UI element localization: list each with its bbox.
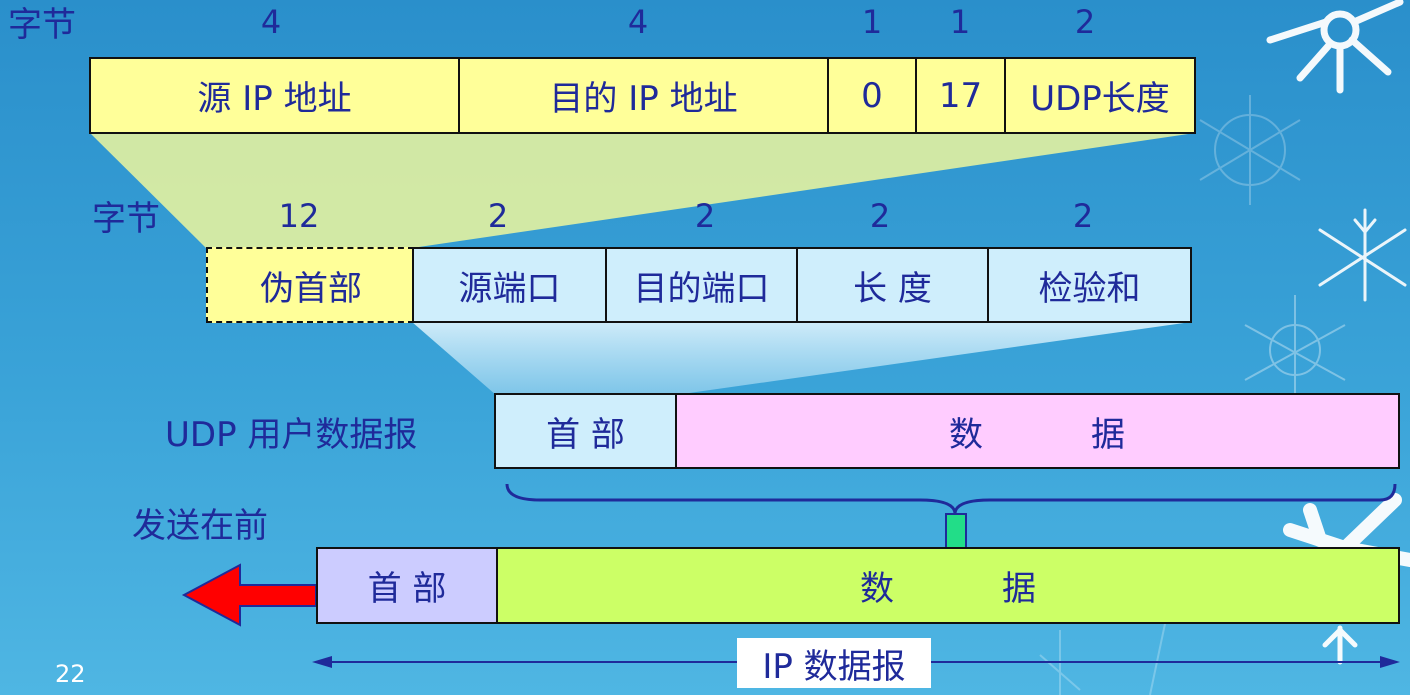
field-zero: 0 bbox=[829, 59, 917, 132]
snowflake-icon bbox=[1318, 208, 1407, 302]
byte-size: 2 bbox=[1072, 197, 1094, 235]
snowflake-icon bbox=[1322, 625, 1358, 665]
udp-header-row: 源端口 目的端口 长 度 检验和 bbox=[412, 247, 1192, 323]
byte-label-udp: 字节 bbox=[92, 199, 160, 239]
span-arrow-right-icon bbox=[1380, 656, 1400, 668]
field-dest-ip: 目的 IP 地址 bbox=[460, 59, 829, 132]
udp-datagram-label: UDP 用户数据报 bbox=[165, 415, 418, 455]
udp-datagram-row: 首 部 数 据 bbox=[494, 393, 1400, 469]
field-udp-length: UDP长度 bbox=[1030, 79, 1170, 119]
page-number: 22 bbox=[55, 660, 86, 688]
udp-datagram-brace bbox=[505, 483, 1397, 515]
byte-size: 2 bbox=[869, 197, 891, 235]
ip-datagram-row: 首 部 数 据 bbox=[316, 547, 1400, 624]
send-direction-arrow bbox=[181, 563, 317, 627]
snowflake-icon bbox=[1244, 295, 1346, 405]
byte-size: 4 bbox=[260, 3, 282, 41]
field-source-port: 源端口 bbox=[414, 249, 607, 321]
byte-size: 2 bbox=[487, 197, 509, 235]
ip-datagram-data: 数 据 bbox=[498, 549, 1398, 622]
data-char-left: 数 bbox=[949, 414, 983, 455]
send-first-label: 发送在前 bbox=[132, 506, 268, 546]
snowflake-icon bbox=[1266, 0, 1404, 94]
data-char-right: 据 bbox=[1091, 414, 1125, 455]
field-source-ip: 源 IP 地址 bbox=[91, 59, 460, 132]
byte-size: 4 bbox=[627, 3, 649, 41]
byte-label-top: 字节 bbox=[8, 5, 76, 45]
span-arrow-left-icon bbox=[312, 656, 332, 668]
field-checksum: 检验和 bbox=[1038, 268, 1141, 309]
data-char-right: 据 bbox=[1002, 569, 1036, 609]
byte-size: 1 bbox=[861, 3, 883, 41]
pseudo-header-expansion bbox=[90, 133, 1195, 248]
data-char-left: 数 bbox=[860, 569, 894, 609]
pseudo-header-row: 源 IP 地址 目的 IP 地址 0 17 UDP长度 bbox=[89, 57, 1196, 134]
byte-size: 12 bbox=[278, 197, 320, 235]
field-dest-port: 目的端口 bbox=[607, 249, 798, 321]
udp-header-expansion bbox=[412, 322, 1191, 395]
pseudo-header-label: 伪首部 bbox=[260, 268, 362, 309]
pseudo-header-cell: 伪首部 bbox=[206, 247, 414, 323]
ip-datagram-header: 首 部 bbox=[318, 549, 498, 622]
udp-datagram-header: 首 部 bbox=[496, 395, 677, 467]
ip-datagram-label: IP 数据报 bbox=[737, 638, 931, 688]
byte-size: 1 bbox=[949, 3, 971, 41]
udp-datagram-data: 数 据 bbox=[677, 395, 1398, 467]
byte-size: 2 bbox=[694, 197, 716, 235]
field-length: 长 度 bbox=[798, 249, 989, 321]
snowflake-icon bbox=[1199, 95, 1301, 205]
byte-size: 2 bbox=[1074, 3, 1096, 41]
field-protocol: 17 bbox=[917, 59, 1006, 132]
